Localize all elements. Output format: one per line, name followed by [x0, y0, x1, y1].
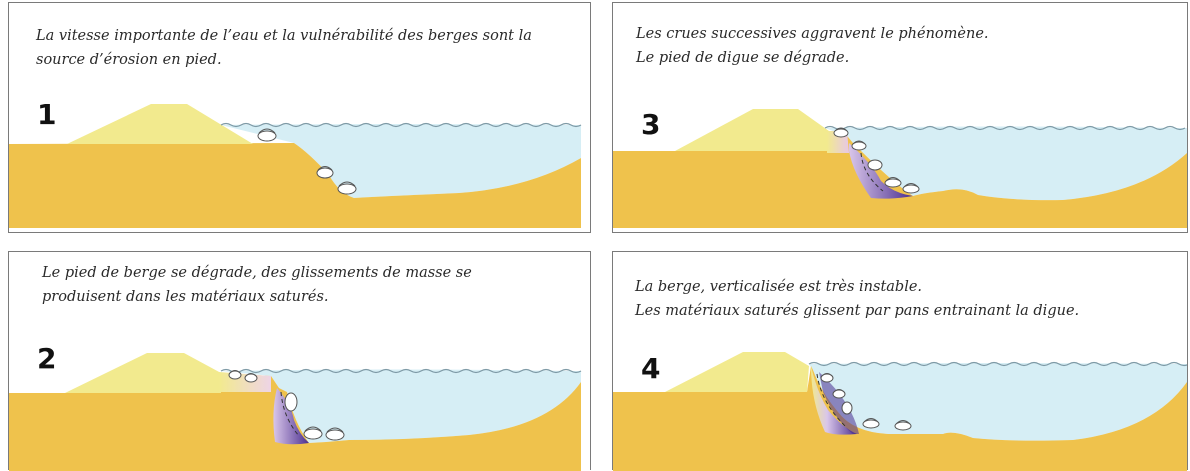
soil-ground: [9, 143, 581, 228]
slump-zone: [811, 366, 857, 435]
erosion-scene-3: [613, 109, 1187, 228]
step-number: 3: [641, 108, 661, 141]
water-body: [221, 124, 581, 198]
slip-line: [816, 373, 846, 427]
water-body: [809, 363, 1187, 441]
dike: [665, 352, 809, 392]
vortex-icon: [257, 128, 357, 195]
panel-step-3: Les crues successives aggravent le phéno…: [612, 2, 1188, 233]
erosion-scene-4: [613, 352, 1187, 471]
slump-zone: [819, 372, 859, 434]
step-number: 4: [641, 352, 661, 385]
soil-ground: [613, 366, 1187, 471]
water-surface-line: [824, 125, 1186, 131]
panel-step-1: La vitesse importante de l’eau et la vul…: [8, 2, 591, 233]
step-number: 1: [37, 98, 57, 131]
dike: [675, 109, 829, 151]
water-surface-line: [220, 122, 582, 128]
panel-caption: Les crues successives aggravent le phéno…: [636, 26, 989, 66]
panel-caption: La vitesse importante de l’eau et la vul…: [36, 28, 532, 68]
soil-ground: [613, 131, 1187, 228]
erosion-scene-1: [9, 104, 582, 228]
panel-caption: Le pied de berge se dégrade, des glissem…: [42, 265, 472, 305]
panel-caption: La berge, verticalisée est très instable…: [635, 279, 1080, 319]
vortex-icon: [228, 370, 345, 441]
panel-step-2: Le pied de berge se dégrade, des glissem…: [8, 251, 591, 471]
slump-zone: [849, 143, 913, 199]
water-body: [825, 126, 1187, 201]
water-surface-line: [220, 368, 582, 374]
panel-step-4: La berge, verticalisée est très instable…: [612, 251, 1188, 471]
dike: [67, 104, 253, 144]
slip-line: [860, 152, 884, 192]
soil-ground: [9, 373, 581, 471]
dike: [65, 353, 221, 393]
vortex-icon: [820, 373, 912, 431]
erosion-scene-2: [9, 353, 582, 471]
step-number: 2: [37, 342, 57, 375]
water-body: [221, 369, 581, 443]
slip-line: [280, 391, 300, 437]
water-surface-line: [808, 361, 1187, 367]
vortex-icon: [833, 127, 920, 194]
